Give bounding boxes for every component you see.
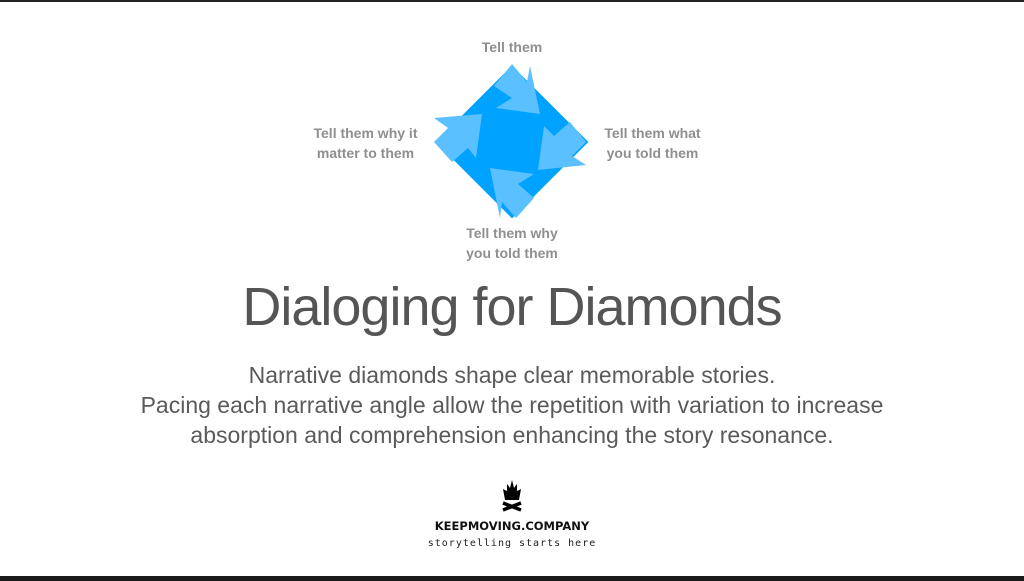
label-line: Tell them what [604,125,701,141]
arrow-bottom-left [490,168,534,218]
subtitle: Narrative diamonds shape clear memorable… [0,360,1024,450]
arrow-right-down [538,122,586,170]
page-title: Dialoging for Diamonds [242,277,782,337]
arrow-left-up [434,114,482,162]
campfire-icon [502,480,522,512]
label-tell-them-why-it-matters: Tell them why it matter to them [298,123,433,163]
company-logo: KEEPMOVING.COMPANY storytelling starts h… [412,480,612,549]
label-line: Tell them why it [313,125,418,141]
subtitle-line: Narrative diamonds shape clear memorable… [248,362,776,388]
narrative-diamond-diagram [434,64,589,219]
label-tell-them-what: Tell them what you told them [590,123,715,163]
label-tell-them: Tell them [481,39,543,55]
subtitle-line: absorption and comprehension enhancing t… [190,422,834,448]
brand-name: KEEPMOVING.COMPANY [434,519,590,533]
label-line: you told them [466,245,558,261]
label-line: you told them [606,145,699,161]
brand-tagline: storytelling starts here [427,538,597,549]
arrow-top-right [494,64,540,114]
top-border [0,0,1024,2]
bottom-border [0,576,1024,581]
label-tell-them-why: Tell them why you told them [447,223,577,263]
subtitle-line: Pacing each narrative angle allow the re… [140,392,884,418]
label-line: Tell them why [466,225,558,241]
label-line: matter to them [316,145,415,161]
